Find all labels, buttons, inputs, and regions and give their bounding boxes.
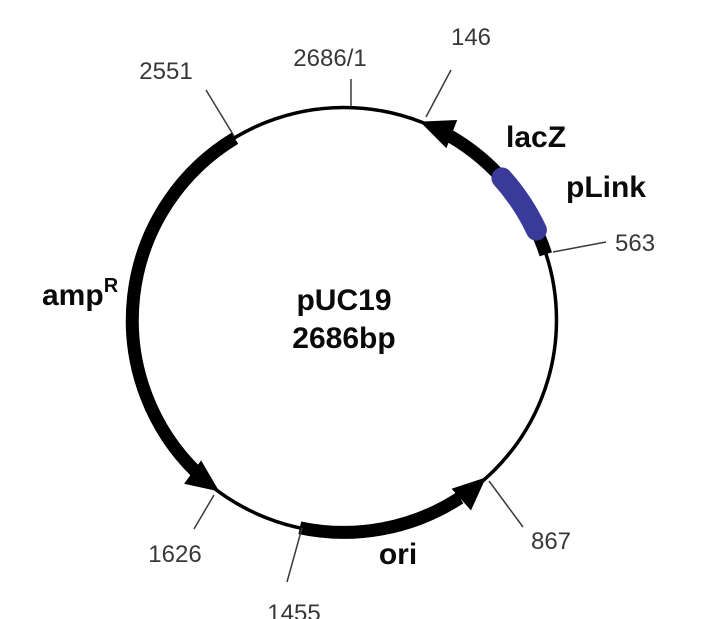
position-label-1626: 1626	[148, 541, 201, 568]
tick-867	[488, 480, 524, 528]
position-label-563: 563	[615, 230, 655, 257]
plasmid-name-title: pUC19	[296, 284, 391, 317]
tick-146	[425, 69, 452, 118]
ampR-arrowhead-icon	[184, 460, 220, 492]
position-label-1455: 1455	[267, 600, 320, 619]
tick-1455	[286, 527, 303, 583]
position-label-2551: 2551	[139, 58, 192, 85]
lacZ-arrowhead-icon	[419, 120, 458, 149]
tick-2551	[205, 89, 235, 137]
gene-label-amp-base: amp	[42, 279, 104, 312]
gene-label-amp-superscript: R	[104, 275, 119, 297]
gene-label-ori: ori	[379, 538, 417, 571]
position-label-867: 867	[531, 528, 571, 555]
ori-arrowhead-icon	[451, 477, 486, 511]
ori-gene-arc	[298, 492, 464, 539]
ampR-gene-arc	[125, 132, 239, 478]
position-label-origin: 2686/1	[293, 45, 366, 72]
gene-label-pLink: pLink	[566, 171, 646, 204]
position-label-146: 146	[451, 24, 491, 51]
tick-1626	[193, 494, 215, 530]
pLink-region-capsule	[491, 167, 547, 241]
gene-label-lacZ: lacZ	[506, 121, 566, 154]
plasmid-size-label: 2686bp	[292, 322, 395, 355]
gene-label-ampR: ampR	[42, 275, 119, 312]
tick-563	[552, 241, 607, 253]
